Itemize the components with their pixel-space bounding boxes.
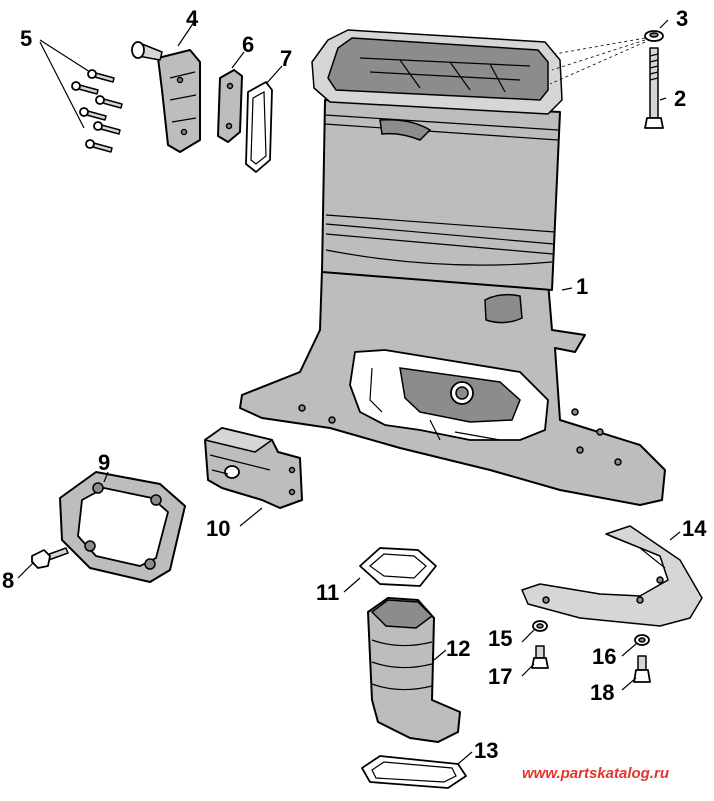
part-3-nut [644,30,664,42]
watermark-text: www.partskatalog.ru [522,765,669,782]
part-8-bolt [31,547,69,569]
leader-lines [17,19,681,765]
part-7-gasket [245,81,273,173]
callout-4: 4 [186,6,199,31]
part-9-plate [59,471,186,583]
callout-16: 16 [592,644,616,669]
part-11-seal [359,547,437,587]
part-13-seal [361,755,467,789]
callout-17: 17 [488,664,512,689]
alignment-lines [549,37,646,85]
callout-10: 10 [206,516,230,541]
callout-11: 11 [316,580,339,605]
part-12-exhaust-tube [367,597,461,743]
callout-14: 14 [682,516,707,541]
part-16-washer [634,634,650,646]
callouts: 1 2 3 4 5 6 7 8 9 10 11 12 13 14 15 16 1… [2,6,707,763]
part-6-plate [217,69,243,143]
part-17-bolt [531,645,549,669]
callout-12: 12 [446,636,470,661]
callout-5: 5 [20,26,32,51]
part-2-bolt [644,47,664,129]
part-10-bracket [204,427,303,509]
part-5-screws [71,69,123,153]
callout-8: 8 [2,568,14,593]
callout-3: 3 [676,6,688,31]
callout-6: 6 [242,32,254,57]
part-15-washer [532,620,548,632]
callout-9: 9 [98,450,110,475]
callout-1: 1 [576,274,588,299]
callout-15: 15 [488,626,512,651]
part-14-plate [521,525,703,627]
part-1-exhaust-housing [239,29,666,506]
callout-7: 7 [280,46,292,71]
callout-2: 2 [674,86,686,111]
callout-13: 13 [474,738,498,763]
part-18-bolt [633,655,651,683]
callout-18: 18 [590,680,614,705]
part-4-bracket [131,41,201,153]
